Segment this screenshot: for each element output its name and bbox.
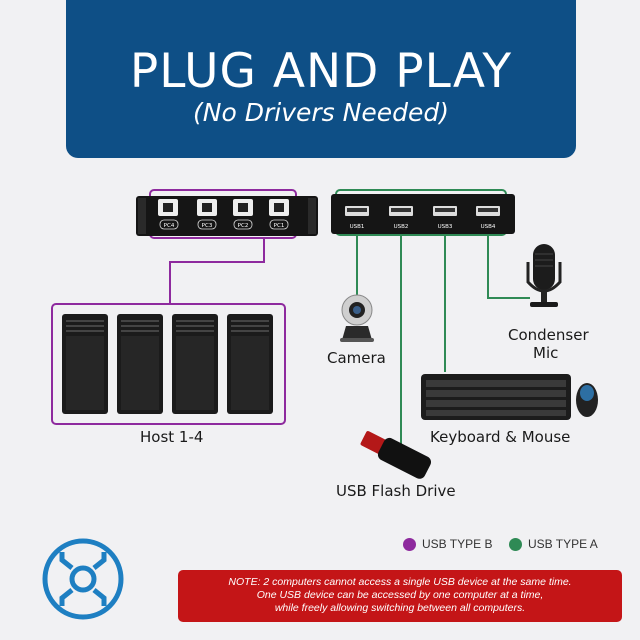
hub-logo-icon bbox=[42, 538, 124, 620]
computer-tower-icon bbox=[62, 314, 108, 414]
pc3-port bbox=[197, 199, 217, 216]
pc4-port bbox=[158, 199, 178, 216]
title-banner: PLUG AND PLAY (No Drivers Needed) bbox=[66, 0, 576, 158]
mic-label-line2: Mic bbox=[533, 344, 559, 362]
flash-drive-label: USB Flash Drive bbox=[336, 482, 456, 500]
usb-port-label: USB4 bbox=[481, 224, 496, 230]
pc2-port bbox=[233, 199, 253, 216]
microphone-icon bbox=[526, 244, 562, 307]
type-a-swatch bbox=[509, 537, 522, 551]
computer-tower-icon bbox=[172, 314, 218, 414]
host-computers bbox=[62, 314, 273, 414]
legend-type-a: USB TYPE A bbox=[509, 537, 598, 551]
computer-tower-icon bbox=[117, 314, 163, 414]
type-b-swatch bbox=[403, 537, 416, 551]
computer-tower-icon bbox=[227, 314, 273, 414]
hosts-label: Host 1-4 bbox=[140, 428, 204, 446]
note-line2: One USB device can be accessed by one co… bbox=[256, 589, 544, 601]
usb-port-label: USB2 bbox=[394, 224, 409, 230]
pc1-port bbox=[269, 199, 289, 216]
usb-port-label: USB3 bbox=[438, 224, 453, 230]
pc-port-label: PC3 bbox=[202, 223, 213, 229]
type-a-hub: USB1 USB2 USB3 USB4 bbox=[331, 194, 515, 234]
page-subtitle: (No Drivers Needed) bbox=[193, 98, 449, 127]
note-box: NOTE: 2 computers cannot access a single… bbox=[178, 570, 622, 622]
mic-label-line1: Condenser bbox=[508, 326, 589, 344]
pc-port-label: PC1 bbox=[274, 223, 285, 229]
pc-port-label: PC2 bbox=[238, 223, 249, 229]
type-b-switch: PC4 PC3 PC2 PC1 bbox=[136, 196, 318, 236]
usb-port-label: USB1 bbox=[350, 224, 365, 230]
usb-flash-drive-icon bbox=[360, 431, 432, 479]
keyboard-icon bbox=[421, 374, 571, 420]
note-line3: while freely allowing switching between … bbox=[274, 602, 526, 614]
legend-type-b-label: USB TYPE B bbox=[422, 537, 493, 551]
legend-type-b: USB TYPE B bbox=[403, 537, 492, 551]
keyboard-mouse-label: Keyboard & Mouse bbox=[430, 428, 571, 446]
pc-port-label: PC4 bbox=[164, 223, 175, 229]
page-title: PLUG AND PLAY bbox=[129, 44, 513, 99]
mouse-icon bbox=[576, 383, 598, 417]
camera-label: Camera bbox=[327, 349, 386, 367]
note-line1: NOTE: 2 computers cannot access a single… bbox=[228, 576, 572, 588]
webcam-icon bbox=[340, 294, 374, 342]
legend-type-a-label: USB TYPE A bbox=[528, 537, 598, 551]
